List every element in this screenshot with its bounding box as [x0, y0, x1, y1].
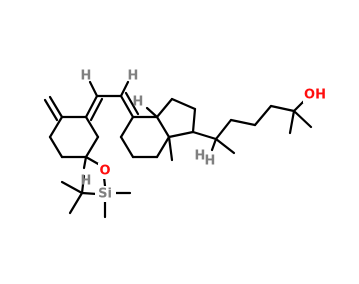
bond — [88, 80, 99, 98]
bond — [214, 118, 233, 141]
double-bond — [119, 94, 135, 119]
hydrogen-label: H — [195, 149, 206, 164]
bond — [84, 135, 100, 159]
oxygen-label: O — [99, 164, 110, 179]
bond — [48, 135, 64, 159]
bond — [155, 97, 174, 119]
double-bond — [124, 91, 140, 116]
bond — [80, 174, 86, 195]
bond — [68, 191, 84, 215]
hydrogen-label: H — [205, 154, 216, 169]
hydrogen-label: H — [81, 69, 92, 84]
bond — [229, 118, 257, 127]
bond — [214, 137, 236, 155]
double-bond — [89, 97, 104, 122]
bond — [167, 130, 195, 139]
bond — [82, 155, 88, 170]
double-bond — [84, 94, 99, 119]
bond — [145, 106, 159, 119]
hydrogen-label: H — [133, 95, 144, 110]
bond — [80, 191, 99, 196]
bond — [210, 137, 218, 152]
hydrogen-label: H — [128, 69, 139, 84]
bond — [84, 155, 102, 167]
double-bond — [48, 95, 64, 119]
bond — [191, 130, 218, 141]
bond — [48, 115, 64, 139]
bond — [167, 135, 174, 162]
bond — [253, 104, 273, 127]
hydroxyl-label: OH — [304, 88, 326, 103]
silicon-label: Si — [98, 187, 112, 202]
bond — [155, 135, 171, 159]
bond — [155, 115, 171, 139]
bond — [269, 104, 296, 113]
bond — [292, 109, 313, 129]
atom-background — [98, 163, 112, 179]
atom-background — [303, 87, 327, 103]
bond — [119, 80, 130, 98]
bond — [84, 115, 100, 139]
atom-background — [95, 186, 116, 202]
double-bond — [43, 98, 59, 122]
bond — [191, 107, 197, 134]
bond — [119, 115, 135, 139]
hydrogen-label: H — [81, 174, 92, 189]
bond — [288, 109, 296, 135]
bond — [119, 135, 135, 159]
bond — [170, 97, 197, 111]
bond — [60, 180, 84, 195]
